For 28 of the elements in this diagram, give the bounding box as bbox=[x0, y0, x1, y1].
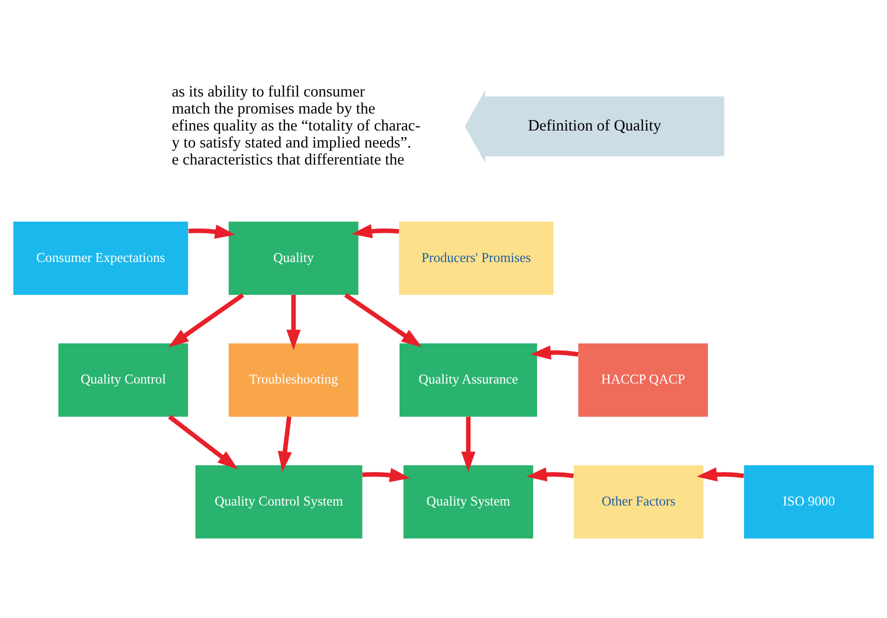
node-box: Troubleshooting bbox=[228, 343, 358, 417]
node-box: Other Factors bbox=[574, 465, 704, 538]
arrow bbox=[168, 414, 238, 470]
arrow bbox=[461, 416, 476, 472]
node-box: Quality System bbox=[403, 465, 534, 538]
label: as its ability to fulfil consumer bbox=[172, 84, 365, 101]
arrow bbox=[344, 293, 422, 348]
arrow bbox=[188, 224, 236, 239]
label: efines quality as the “totality of charac- bbox=[172, 117, 420, 134]
arrow bbox=[168, 293, 244, 348]
arrow bbox=[696, 467, 744, 482]
arrow bbox=[530, 345, 579, 360]
arrow bbox=[526, 467, 574, 482]
node-box: Quality Control bbox=[58, 343, 188, 417]
label: match the promises made by the bbox=[172, 100, 376, 118]
arrow bbox=[278, 416, 292, 472]
node-box: Quality bbox=[228, 222, 358, 295]
node-box: Producers' Promises bbox=[398, 222, 554, 295]
node-box: ISO 9000 bbox=[744, 465, 874, 538]
node-box: Quality Control System bbox=[195, 465, 362, 538]
arrow bbox=[362, 468, 410, 482]
arrow bbox=[286, 294, 301, 350]
node-box: HACCP QACP bbox=[578, 343, 708, 417]
label: y to satisfy stated and implied needs”. bbox=[172, 134, 412, 152]
arrow bbox=[352, 224, 400, 238]
node-box: Quality Assurance bbox=[400, 343, 538, 417]
label: e characteristics that differentiate the bbox=[172, 151, 404, 168]
node-box: Consumer Expectations bbox=[13, 222, 188, 295]
